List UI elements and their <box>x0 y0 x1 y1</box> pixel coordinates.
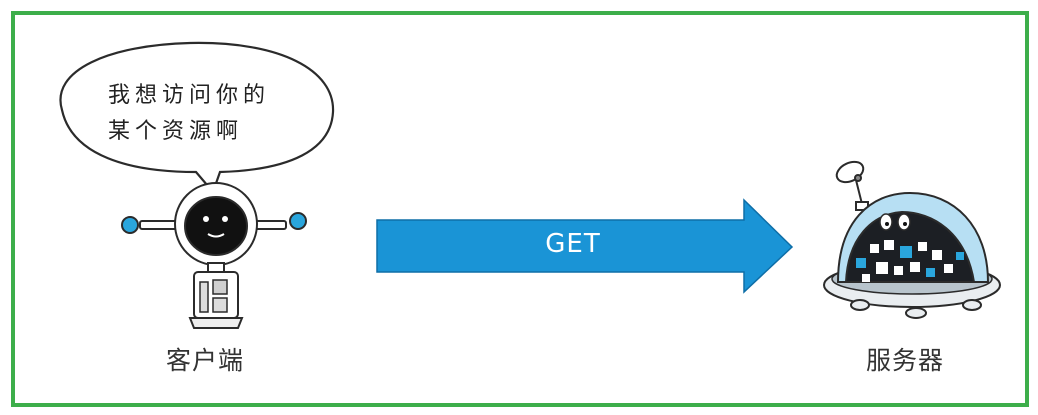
get-arrow <box>376 198 794 294</box>
client-left-arm <box>139 220 179 230</box>
speech-line-2: 某个资源啊 <box>108 119 244 144</box>
speech-line-1: 我想访问你的 <box>108 83 271 108</box>
client-robot <box>121 182 307 329</box>
client-base <box>188 317 244 329</box>
get-arrow-label: GET <box>545 229 601 259</box>
client-face <box>184 196 248 256</box>
server-eye-right <box>897 213 911 231</box>
server-antenna-dish <box>835 160 865 184</box>
server-label: 服务器 <box>866 346 945 375</box>
client-left-hand <box>121 216 139 234</box>
server-eye-left <box>879 213 893 231</box>
speech-bubble-text: 我想访问你的 某个资源啊 <box>108 78 308 150</box>
client-right-hand <box>289 212 307 230</box>
server-robot <box>823 160 1001 319</box>
client-label: 客户端 <box>166 346 245 375</box>
speech-bubble <box>59 41 335 195</box>
server-pixels <box>856 240 964 282</box>
